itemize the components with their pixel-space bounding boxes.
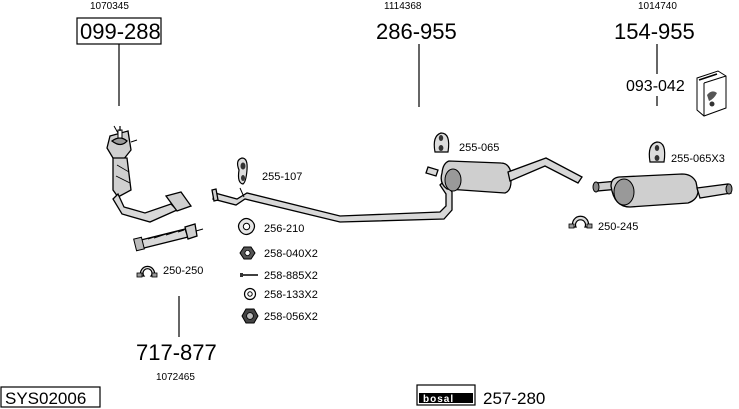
part-label-258-040[interactable]: 258-040X2: [264, 248, 318, 260]
part-label-255-065[interactable]: 255-065: [459, 142, 499, 154]
clamp-250-250-icon: [136, 265, 158, 278]
catalyst-part-box: [76, 17, 162, 45]
ref-1070345: 1070345: [90, 1, 129, 12]
clamp-250-245-icon: [568, 215, 593, 229]
ref-1114368: 1114368: [384, 1, 422, 12]
catalyst-part-number[interactable]: 099-288: [80, 19, 161, 44]
ref-1072465: 1072465: [156, 372, 195, 383]
rear-silencer-icon[interactable]: [592, 173, 733, 208]
part-label-258-885[interactable]: 258-885X2: [264, 270, 318, 282]
hanger-255-065x3-icon: [648, 141, 666, 163]
system-code-box: [0, 386, 101, 408]
rear-kit-part-number[interactable]: 093-042: [626, 78, 685, 95]
front-pipe-part-number[interactable]: 717-877: [136, 340, 217, 365]
bosal-part-number[interactable]: 257-280: [483, 389, 545, 408]
flexible-front-pipe-icon[interactable]: [133, 223, 204, 252]
part-label-258-133[interactable]: 258-133X2: [264, 289, 318, 301]
part-label-250-250[interactable]: 250-250: [163, 265, 203, 277]
middle-silencer-icon[interactable]: [425, 157, 583, 194]
part-label-258-056[interactable]: 258-056X2: [264, 311, 318, 323]
middle-pipe-icon[interactable]: [211, 180, 453, 223]
catalyst-converter-icon[interactable]: [106, 125, 193, 223]
svg-text:bosal: bosal: [423, 394, 454, 405]
part-label-250-245[interactable]: 250-245: [598, 221, 638, 233]
gasket-256-210-icon: [237, 217, 256, 236]
ref-1014740: 1014740: [638, 1, 677, 12]
bolt-258-885-icon: [240, 273, 258, 277]
middle-silencer-part-number[interactable]: 286-955: [376, 19, 457, 44]
hanger-255-065-icon: [433, 132, 450, 153]
system-code: SYS02006: [5, 389, 86, 408]
part-label-255-065x3[interactable]: 255-065X3: [671, 153, 725, 165]
part-label-256-210[interactable]: 256-210: [264, 223, 304, 235]
rear-silencer-part-number[interactable]: 154-955: [614, 19, 695, 44]
kit-box-icon: [696, 70, 727, 117]
part-label-255-107[interactable]: 255-107: [262, 171, 302, 183]
bosal-logo: bosal: [416, 384, 476, 406]
hanger-255-107-icon: [236, 157, 248, 185]
nut-258-056-icon: [241, 308, 259, 324]
washer-258-133-icon: [243, 287, 257, 301]
nut-258-040-icon: [239, 246, 256, 260]
